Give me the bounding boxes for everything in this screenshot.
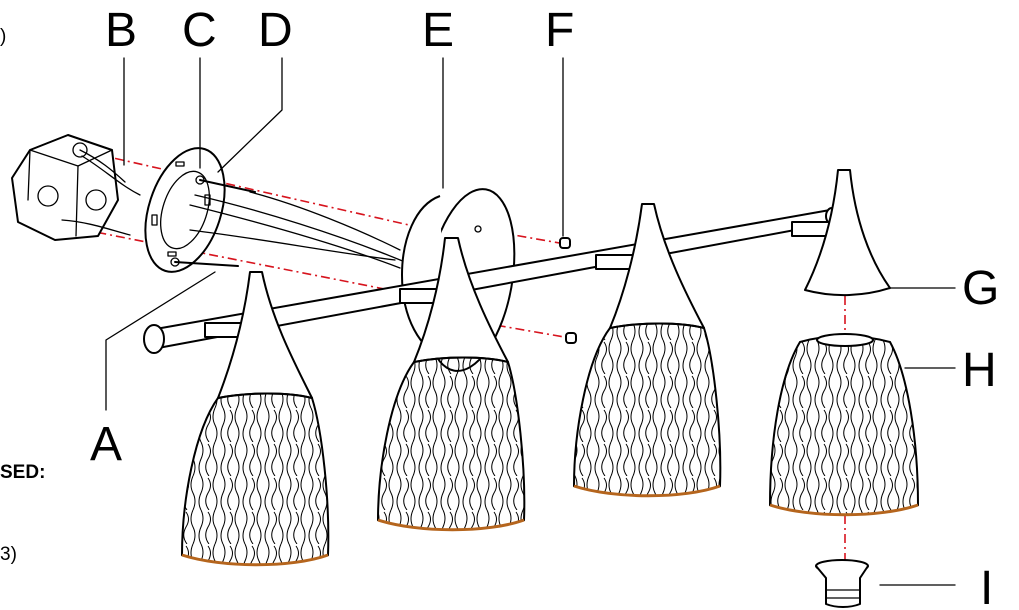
label-g: G [962, 262, 999, 315]
fixture-wires [189, 191, 406, 269]
margin-text-top: ) [0, 26, 6, 47]
pendant-shade-1 [180, 271, 330, 567]
glass-shade-exploded [768, 333, 920, 517]
label-e: E [422, 4, 454, 57]
junction-box [11, 134, 141, 241]
label-i: I [980, 562, 993, 610]
label-a: A [90, 418, 122, 471]
label-d: D [258, 4, 293, 57]
label-f: F [545, 4, 574, 57]
cap-nuts [559, 237, 577, 344]
socket-cover [804, 169, 891, 297]
mounting-plate [144, 147, 226, 273]
pendant-shade-2 [376, 237, 526, 532]
bulb [815, 559, 869, 608]
leader-lines [105, 57, 956, 586]
margin-text-bottom: 3) [0, 544, 17, 565]
label-h: H [962, 344, 997, 397]
pendant-shade-3 [572, 203, 722, 498]
mounting-screws [170, 175, 256, 267]
label-b: B [105, 4, 137, 57]
margin-text-middle: SED: [0, 462, 45, 483]
alignment-lines [59, 149, 846, 560]
label-c: C [182, 4, 217, 57]
